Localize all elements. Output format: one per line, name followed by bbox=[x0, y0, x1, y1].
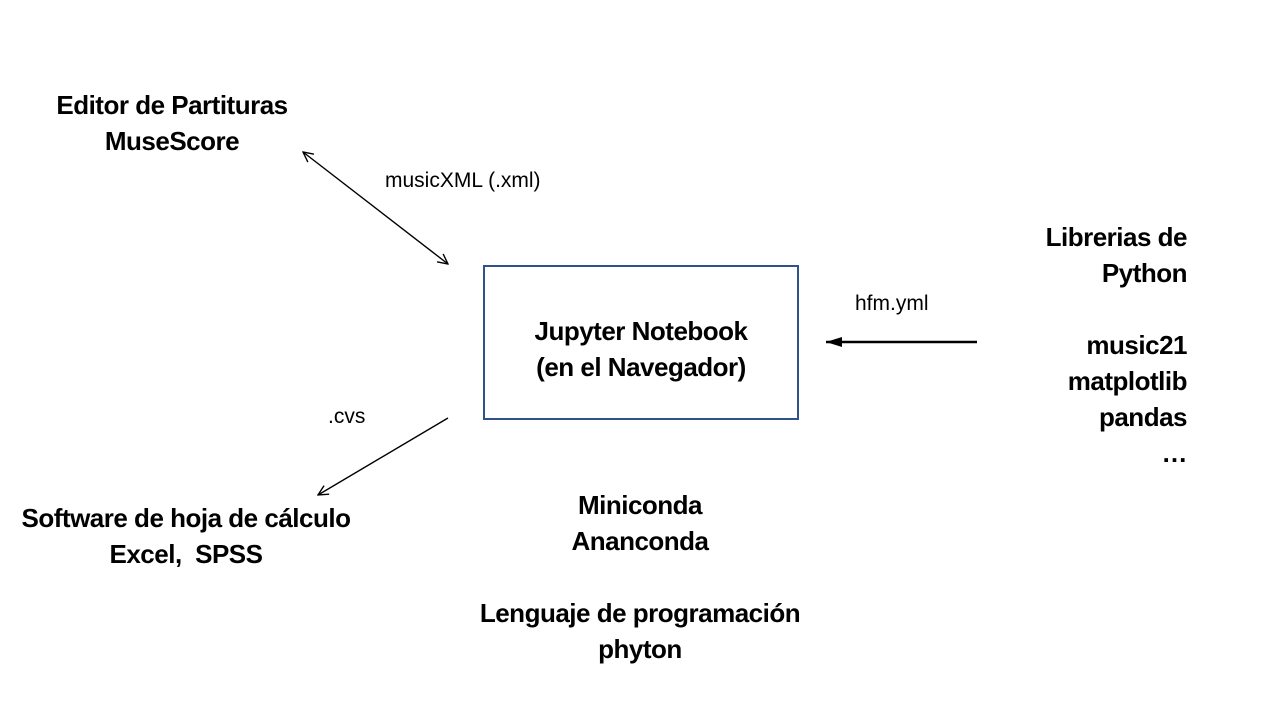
hfm-arrow-label: hfm.yml bbox=[855, 292, 929, 315]
node-spreadsheet-software-line: Software de hoja de cálculo bbox=[21, 503, 351, 533]
jupyter-box-line: Jupyter Notebook bbox=[534, 315, 748, 346]
node-environment: Miniconda Ananconda Lenguaje de programa… bbox=[440, 487, 840, 667]
node-environment-line bbox=[440, 559, 840, 595]
node-environment-line: Lenguaje de programación bbox=[479, 598, 801, 628]
jupyter-box-line: (en el Navegador) bbox=[536, 351, 746, 382]
musicxml-arrow-label: musicXML (.xml) bbox=[385, 169, 541, 192]
node-environment-line: phyton bbox=[598, 634, 682, 664]
node-environment-line: Miniconda bbox=[577, 490, 703, 520]
node-python-libraries-line: Librerias de bbox=[1045, 222, 1188, 252]
node-score-editor-line: Editor de Partituras bbox=[56, 90, 288, 120]
cvs-arrow-label: .cvs bbox=[328, 405, 366, 428]
node-python-libraries-line: matplotlib bbox=[1067, 366, 1188, 396]
node-python-libraries-line bbox=[917, 291, 1187, 327]
node-score-editor-line: MuseScore bbox=[104, 126, 240, 156]
node-python-libraries: Librerias de Python music21 matplotlib p… bbox=[917, 219, 1188, 471]
node-python-libraries-line: pandas bbox=[1098, 402, 1188, 432]
node-environment-line: Ananconda bbox=[571, 526, 709, 556]
node-jupyter-notebook-box: Jupyter Notebook (en el Navegador) bbox=[483, 265, 799, 420]
node-python-libraries-line: … bbox=[1161, 438, 1188, 468]
node-spreadsheet-software-line: Excel, SPSS bbox=[109, 539, 263, 569]
node-spreadsheet-software: Software de hoja de cálculo Excel, SPSS bbox=[0, 500, 382, 572]
node-score-editor: Editor de Partituras MuseScore bbox=[22, 87, 322, 159]
node-python-libraries-line: Python bbox=[1101, 258, 1188, 288]
node-python-libraries-line: music21 bbox=[1086, 330, 1187, 360]
